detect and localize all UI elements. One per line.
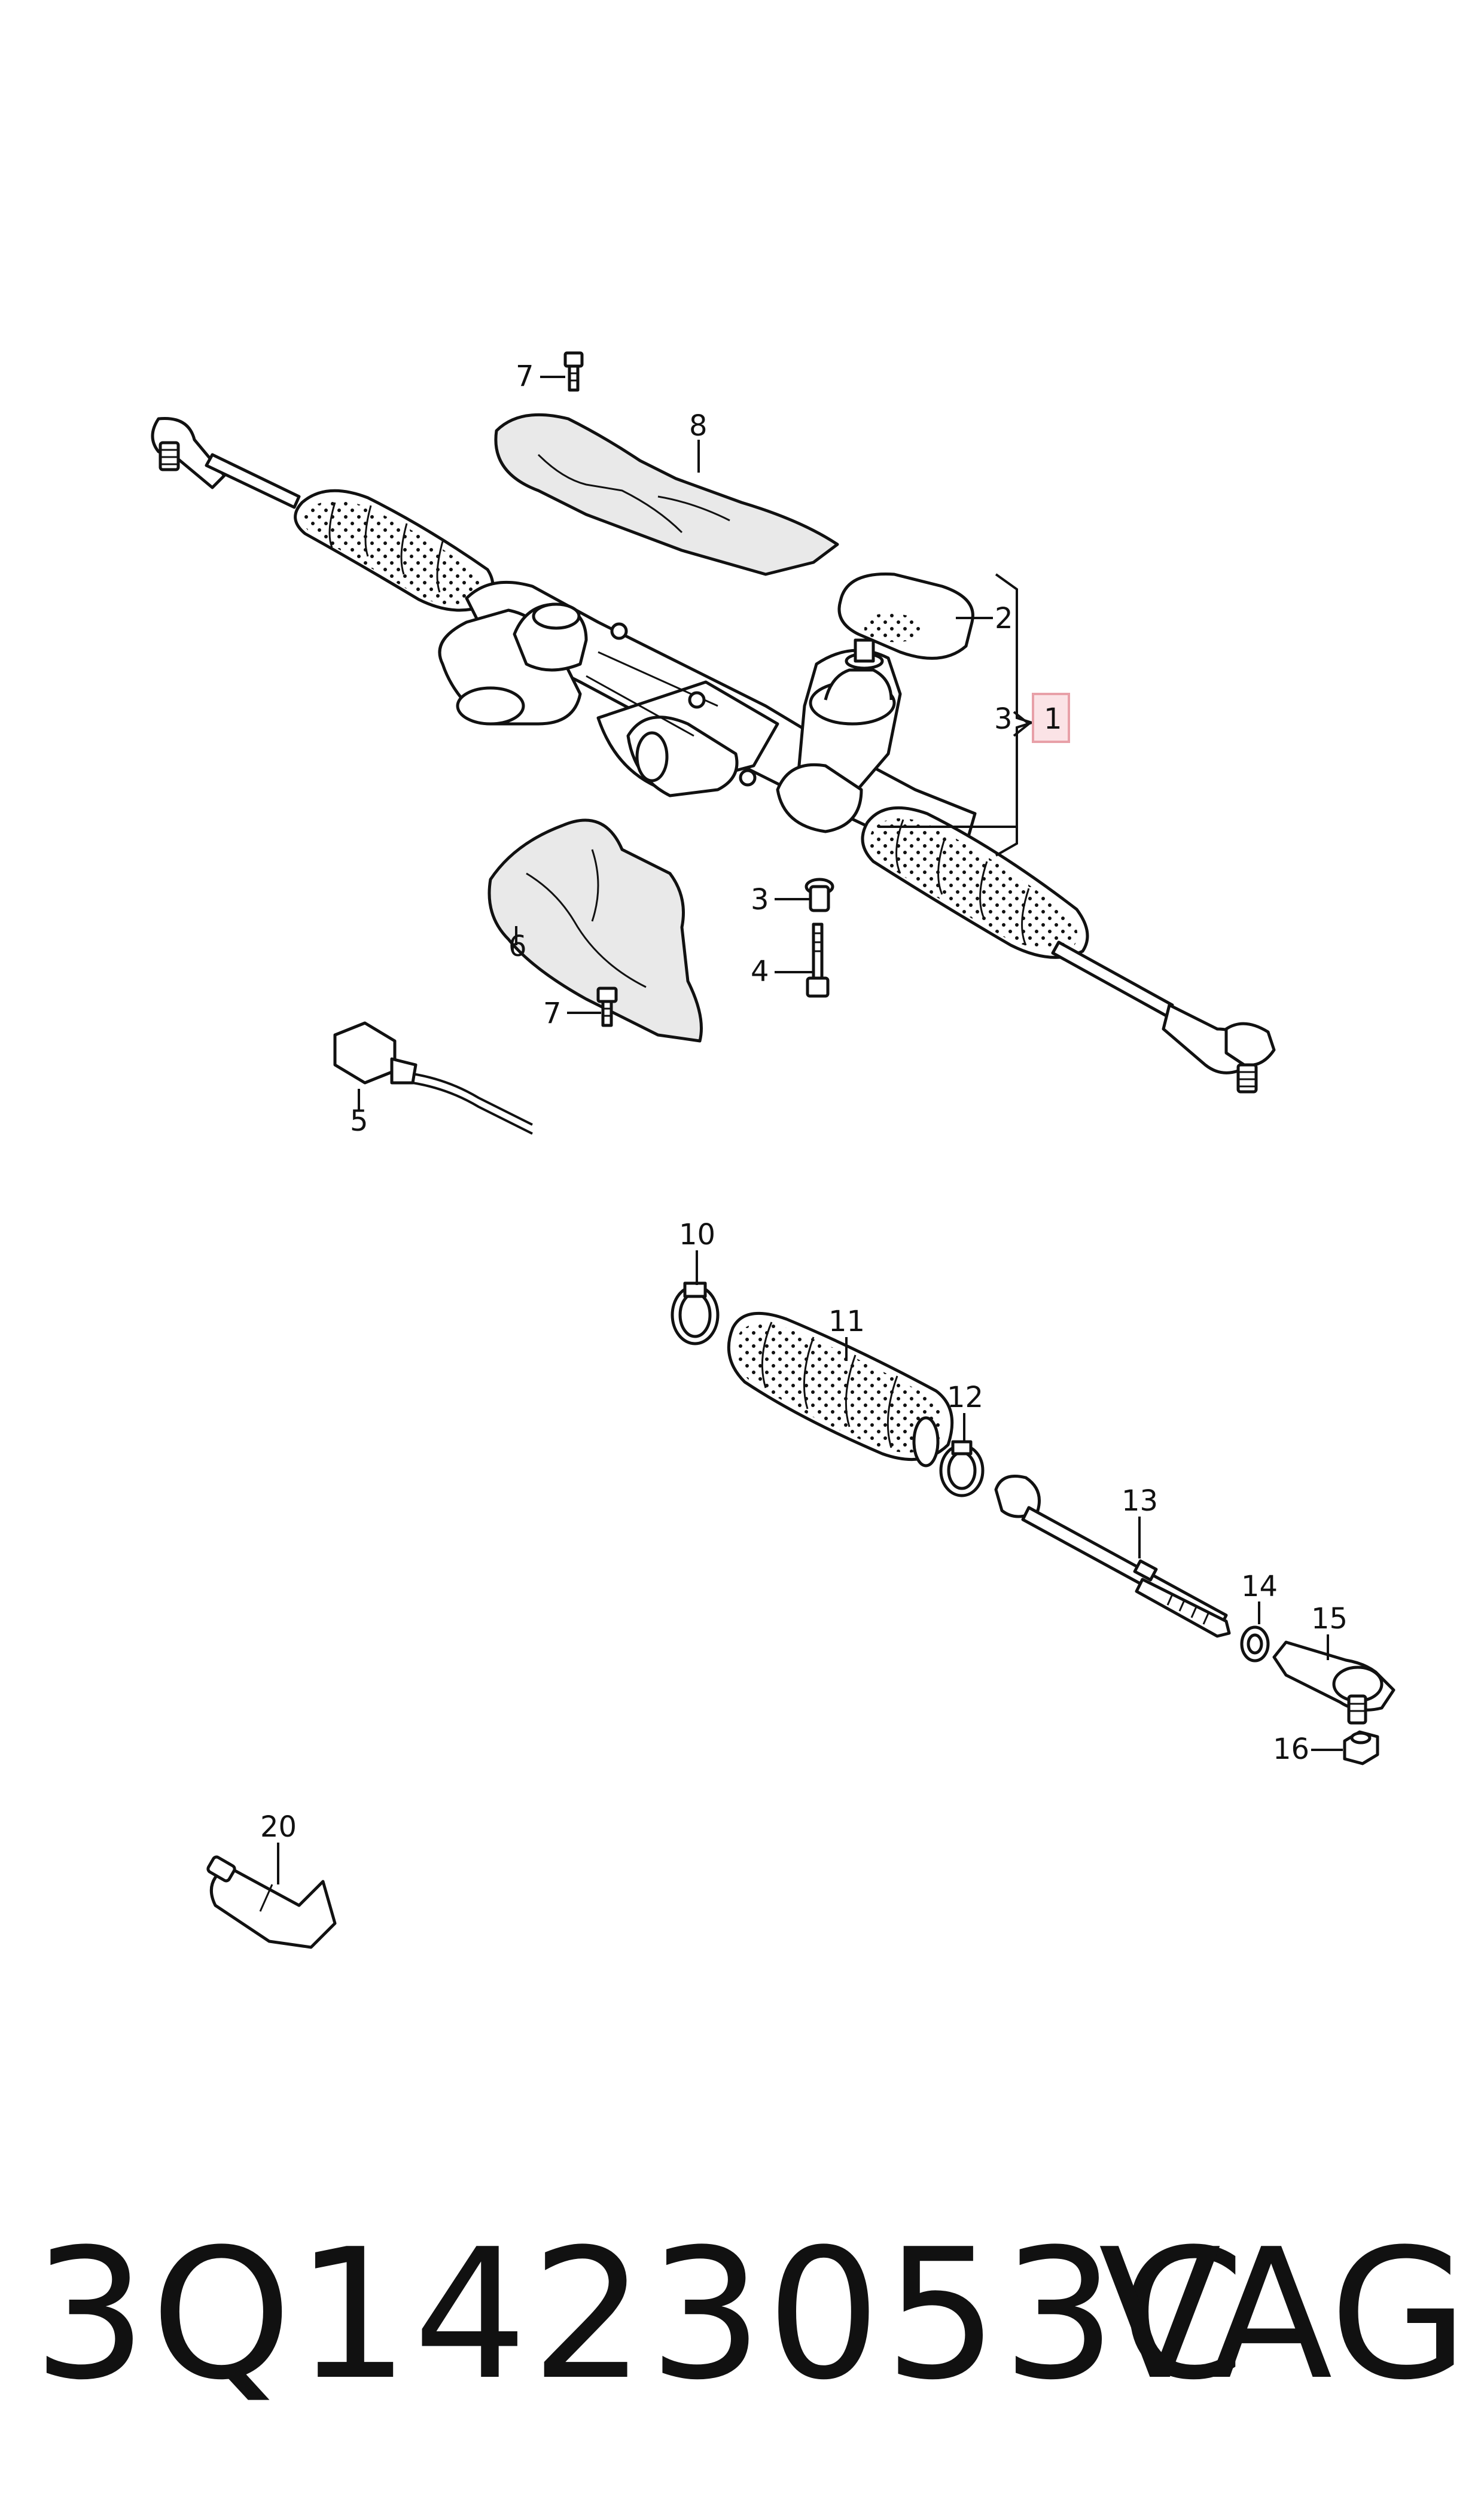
screw-short bbox=[805, 878, 834, 912]
callout-8: 8 bbox=[689, 409, 708, 443]
bolt-top bbox=[563, 351, 584, 392]
callout-16: 16 bbox=[1273, 1733, 1309, 1766]
bolt-long bbox=[806, 922, 830, 998]
bellows-boot bbox=[727, 1311, 954, 1467]
lock-nut bbox=[1240, 1625, 1270, 1663]
left-tie-rod-end bbox=[151, 416, 301, 509]
callout-3-screw: 3 bbox=[751, 883, 769, 917]
footer: 3Q1423053C VAG bbox=[33, 2225, 1468, 2405]
grease-tube bbox=[206, 1855, 337, 1949]
left-bellows-boot bbox=[294, 489, 495, 612]
callout-11: 11 bbox=[828, 1305, 865, 1338]
callout-7-top: 7 bbox=[516, 360, 534, 393]
clamp-small bbox=[671, 1281, 720, 1345]
callout-14: 14 bbox=[1241, 1570, 1278, 1603]
callout-10: 10 bbox=[679, 1218, 715, 1252]
callout-6: 6 bbox=[508, 930, 527, 963]
callout-2: 2 bbox=[995, 602, 1013, 635]
brand-label: VAG bbox=[1098, 2211, 1468, 2419]
callout-7-bottom: 7 bbox=[543, 997, 562, 1030]
heat-shield-upper bbox=[494, 413, 839, 576]
callout-12: 12 bbox=[947, 1381, 983, 1414]
pinion-housing bbox=[776, 638, 902, 833]
inner-tie-rod bbox=[994, 1475, 1231, 1638]
callout-13: 13 bbox=[1122, 1484, 1158, 1518]
bolt-bottom bbox=[596, 987, 618, 1027]
damper-ring bbox=[837, 573, 974, 660]
part-number: 3Q1423053C bbox=[33, 2211, 1249, 2419]
callout-20: 20 bbox=[260, 1810, 297, 1844]
steering-rack-assembly bbox=[151, 416, 1276, 1094]
sensor-connector bbox=[333, 1021, 533, 1135]
right-tie-rod-end bbox=[1051, 940, 1276, 1094]
callout-15: 15 bbox=[1311, 1602, 1348, 1636]
highlight-box bbox=[1032, 693, 1070, 743]
callout-5: 5 bbox=[350, 1104, 368, 1138]
callout-labels: 7 8 2 3 1 3 4 6 7 5 10 11 12 13 14 15 16… bbox=[260, 360, 1348, 1844]
callout-4: 4 bbox=[751, 955, 769, 988]
callout-3-bracket: 3 bbox=[994, 702, 1013, 736]
clamp-medium bbox=[939, 1440, 985, 1497]
heat-shield-lower bbox=[487, 818, 703, 1043]
right-bellows-boot bbox=[861, 806, 1089, 959]
outer-tie-rod-end bbox=[1272, 1640, 1395, 1725]
hex-nut bbox=[1343, 1730, 1379, 1765]
callout-1: 1 bbox=[1044, 702, 1062, 736]
